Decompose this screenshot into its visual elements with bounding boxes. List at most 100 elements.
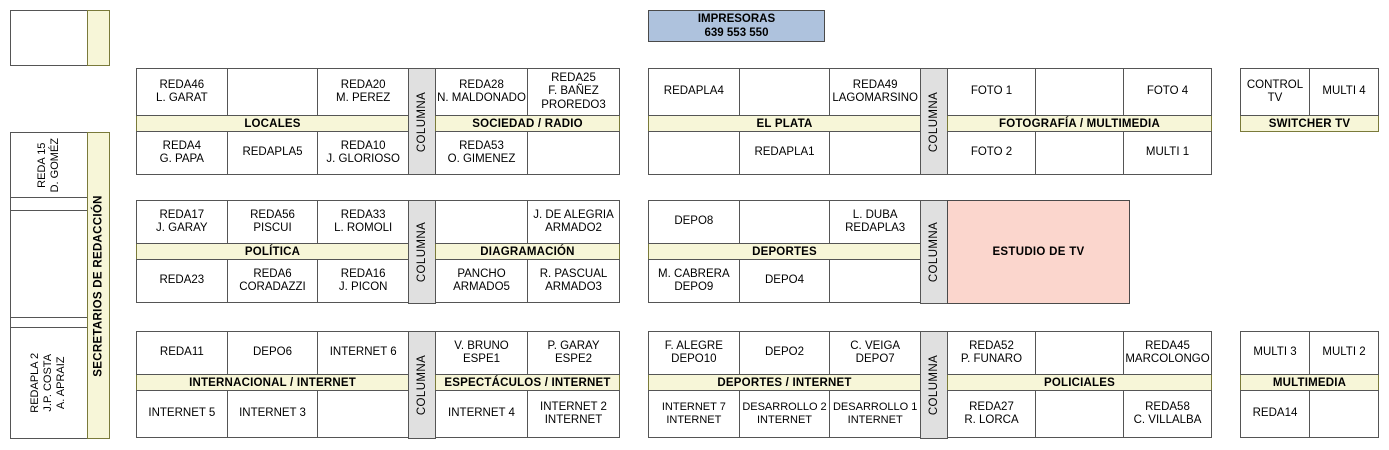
desk[interactable]: REDAPLA5 [226, 131, 319, 175]
desk[interactable]: DEPO4 [738, 259, 831, 303]
columna-label: COLUMNA [416, 221, 428, 283]
desk[interactable]: DESARROLLO 1 INTERNET [829, 390, 922, 438]
desk[interactable]: MULTI 2 [1309, 331, 1379, 375]
desk[interactable]: INTERNET 3 [226, 390, 319, 438]
desk[interactable] [1035, 131, 1124, 175]
desk[interactable]: R. PASCUAL ARMADO3 [527, 259, 620, 303]
desk[interactable]: REDA6 CORADAZZI [226, 259, 319, 303]
block-internacional-label: INTERNACIONAL / INTERNET [136, 374, 409, 391]
desk[interactable]: MULTI 1 [1123, 131, 1212, 175]
desk[interactable]: L. DUBA REDAPLA3 [829, 200, 922, 244]
desk[interactable]: REDA52 P. FUNARO [947, 331, 1036, 375]
desk[interactable]: INTERNET 6 [317, 331, 410, 375]
block-el-plata-bottom-row: REDAPLA1 [648, 131, 922, 175]
desk[interactable]: INTERNET 4 [435, 390, 528, 438]
desk[interactable]: REDA46 L. GARAT [136, 68, 228, 116]
desk[interactable]: MULTI 3 [1240, 331, 1310, 375]
desk[interactable]: INTERNET 5 [136, 390, 228, 438]
block-el-plata: REDAPLA4 REDA49 LAGOMARSINO EL PLATA RED… [648, 68, 922, 175]
desk[interactable]: V. BRUNO ESPE1 [435, 331, 528, 375]
desk[interactable] [738, 200, 831, 244]
sidebar-top-box[interactable] [10, 10, 88, 66]
block-locales-top-row: REDA46 L. GARAT REDA20 M. PEREZ [136, 68, 410, 116]
columna-r3-right: COLUMNA [920, 331, 948, 439]
block-switcher-tv-top-row: CONTROL TV MULTI 4 [1240, 68, 1379, 116]
desk[interactable]: C. VEIGA DEPO7 [829, 331, 922, 375]
desk[interactable]: REDAPLA1 [738, 131, 831, 175]
desk[interactable]: REDA20 M. PEREZ [317, 68, 410, 116]
desk[interactable]: REDA33 L. ROMOLI [317, 200, 410, 244]
columna-r3-left: COLUMNA [408, 331, 436, 439]
desk[interactable]: DESARROLLO 2 INTERNET [738, 390, 831, 438]
desk[interactable]: MULTI 4 [1309, 68, 1379, 116]
desk[interactable] [1309, 390, 1379, 438]
sidebar-cell-1[interactable] [10, 197, 88, 211]
desk[interactable]: REDA27 R. LORCA [947, 390, 1036, 438]
desk[interactable] [738, 68, 831, 116]
block-switcher-tv-label: SWITCHER TV [1240, 115, 1379, 132]
block-sociedad-radio-bottom-row: REDA53 O. GIMENEZ [435, 131, 620, 175]
desk[interactable]: REDAPLA4 [648, 68, 740, 116]
desk[interactable]: FOTO 4 [1123, 68, 1212, 116]
desk[interactable]: M. CABRERA DEPO9 [648, 259, 740, 303]
desk[interactable] [829, 131, 922, 175]
desk[interactable]: INTERNET 7 INTERNET [648, 390, 740, 438]
desk[interactable]: REDA23 [136, 259, 228, 303]
desk[interactable] [317, 390, 410, 438]
desk[interactable]: DEPO8 [648, 200, 740, 244]
desk[interactable] [527, 131, 620, 175]
block-internacional-bottom-row: INTERNET 5 INTERNET 3 [136, 390, 410, 438]
desk[interactable]: CONTROL TV [1240, 68, 1310, 116]
desk[interactable]: REDA10 J. GLORIOSO [317, 131, 410, 175]
desk[interactable] [829, 259, 922, 303]
sidebar-cell-3[interactable]: REDAPLA 2 J.P. COSTA A. APRAIZ [10, 327, 88, 439]
estudio-de-tv[interactable]: ESTUDIO DE TV [947, 200, 1130, 304]
desk[interactable]: REDA16 J. PICON [317, 259, 410, 303]
desk[interactable]: REDA25 F. BAÑEZ PROREDO3 [527, 68, 620, 116]
block-fotografia-bottom-row: FOTO 2 MULTI 1 [947, 131, 1212, 175]
desk[interactable]: REDA28 N. MALDONADO [435, 68, 528, 116]
desk[interactable]: FOTO 2 [947, 131, 1036, 175]
desk[interactable]: INTERNET 2 INTERNET [527, 390, 620, 438]
desk[interactable] [1035, 390, 1124, 438]
sidebar-cell-3-label: REDAPLA 2 J.P. COSTA A. APRAIZ [29, 353, 68, 413]
block-el-plata-label: EL PLATA [648, 115, 921, 132]
block-policiales-label: POLICIALES [947, 374, 1212, 391]
columna-label: COLUMNA [928, 354, 940, 416]
desk[interactable]: P. GARAY ESPE2 [527, 331, 620, 375]
desk[interactable]: REDA17 J. GARAY [136, 200, 228, 244]
block-politica-bottom-row: REDA23 REDA6 CORADAZZI REDA16 J. PICON [136, 259, 410, 303]
desk[interactable]: J. DE ALEGRIA ARMADO2 [527, 200, 620, 244]
desk[interactable] [1035, 331, 1124, 375]
block-fotografia-top-row: FOTO 1 FOTO 4 [947, 68, 1212, 116]
block-deportes: DEPO8 L. DUBA REDAPLA3 DEPORTES M. CABRE… [648, 200, 922, 303]
desk[interactable]: DEPO6 [226, 331, 319, 375]
desk[interactable]: DEPO2 [738, 331, 831, 375]
desk[interactable]: REDA49 LAGOMARSINO [829, 68, 922, 116]
desk[interactable] [1035, 68, 1124, 116]
sidebar-cell-2[interactable] [10, 210, 88, 318]
desk[interactable]: REDA45 MARCOLONGO [1123, 331, 1212, 375]
desk[interactable] [648, 131, 740, 175]
block-fotografia-multimedia: FOTO 1 FOTO 4 FOTOGRAFÍA / MULTIMEDIA FO… [947, 68, 1212, 175]
desk[interactable]: PANCHO ARMADO5 [435, 259, 528, 303]
desk[interactable] [226, 68, 319, 116]
desk[interactable]: REDA58 C. VILLALBA [1123, 390, 1212, 438]
desk[interactable]: REDA14 [1240, 390, 1310, 438]
printers-box[interactable]: IMPRESORAS 639 553 550 [648, 10, 825, 42]
block-politica-label: POLÍTICA [136, 243, 409, 260]
block-multimedia-bottom-row: REDA14 [1240, 390, 1379, 438]
desk[interactable]: REDA56 PISCUI [226, 200, 319, 244]
sidebar-cell-0[interactable]: REDA 15 D. GOMÉZ [10, 132, 88, 198]
desk[interactable] [435, 200, 528, 244]
desk[interactable]: FOTO 1 [947, 68, 1036, 116]
block-locales-bottom-row: REDA4 G. PAPA REDAPLA5 REDA10 J. GLORIOS… [136, 131, 410, 175]
desk[interactable]: REDA53 O. GIMENEZ [435, 131, 528, 175]
block-policiales-top-row: REDA52 P. FUNARO REDA45 MARCOLONGO [947, 331, 1212, 375]
desk[interactable]: F. ALEGRE DEPO10 [648, 331, 740, 375]
block-multimedia-top-row: MULTI 3 MULTI 2 [1240, 331, 1379, 375]
block-diagramacion-label: DIAGRAMACIÓN [435, 243, 620, 260]
desk[interactable]: REDA11 [136, 331, 228, 375]
desk[interactable]: REDA4 G. PAPA [136, 131, 228, 175]
sidebar-spacer [10, 317, 88, 328]
